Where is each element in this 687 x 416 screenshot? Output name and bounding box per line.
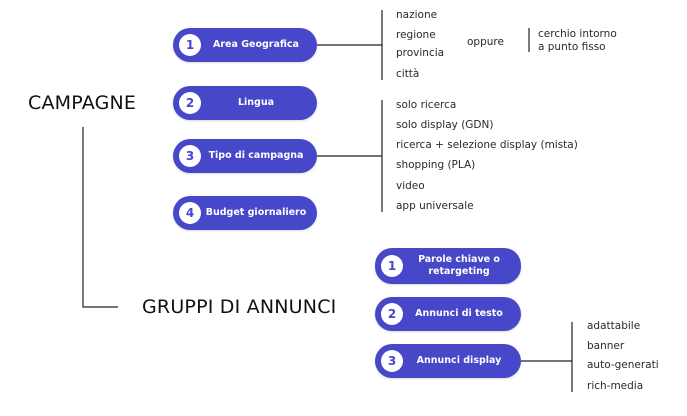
display-option: banner: [587, 340, 625, 352]
alternative-line2: a punto fisso: [538, 41, 606, 53]
pill-parole-chiave: 1 Parole chiave o retargeting: [375, 248, 521, 284]
tipo-option: solo ricerca: [396, 99, 457, 111]
tipo-option: app universale: [396, 200, 474, 212]
display-option: adattabile: [587, 320, 641, 332]
tipo-option: video: [396, 180, 425, 192]
pill-number: 1: [381, 255, 403, 277]
pill-annunci-display: 3 Annunci display: [375, 344, 521, 378]
pill-label-line2: retargeting: [428, 266, 490, 277]
pill-number: 4: [179, 202, 201, 224]
pill-annunci-di-testo: 2 Annunci di testo: [375, 297, 521, 331]
pill-label: Annunci display: [416, 355, 502, 366]
pill-number: 3: [179, 145, 201, 167]
pill-number: 3: [381, 350, 403, 372]
pill-label-line1: Parole chiave o: [418, 254, 500, 265]
pill-label: Area Geografica: [213, 39, 299, 50]
pill-budget-giornaliero: 4 Budget giornaliero: [173, 196, 317, 230]
pill-number: 2: [381, 303, 403, 325]
pill-label: Annunci di testo: [415, 308, 503, 319]
pill-number: 1: [179, 34, 201, 56]
area-option: regione: [396, 29, 436, 41]
gruppi-title: GRUPPI DI ANNUNCI: [142, 296, 337, 318]
pill-label: Tipo di campagna: [208, 150, 304, 161]
pill-number: 2: [179, 92, 201, 114]
display-option: rich-media: [587, 380, 644, 392]
alternative-line1: cerchio intorno: [538, 28, 617, 40]
tipo-option: shopping (PLA): [396, 159, 476, 171]
area-option: città: [396, 68, 420, 80]
pill-label: Budget giornaliero: [205, 207, 307, 218]
pill-area-geografica: 1 Area Geografica: [173, 28, 317, 62]
oppure-label: oppure: [467, 36, 504, 48]
campagne-title: CAMPAGNE: [28, 92, 137, 114]
display-option: auto-generati: [587, 359, 659, 371]
tipo-option: solo display (GDN): [396, 119, 494, 131]
pill-lingua: 2 Lingua: [173, 86, 317, 120]
tipo-option: ricerca + selezione display (mista): [396, 139, 578, 151]
pill-label: Lingua: [237, 97, 275, 108]
area-option: provincia: [396, 47, 445, 59]
pill-tipo-di-campagna: 3 Tipo di campagna: [173, 139, 317, 173]
pill-label: Parole chiave o retargeting: [403, 254, 521, 278]
area-option: nazione: [396, 9, 438, 21]
